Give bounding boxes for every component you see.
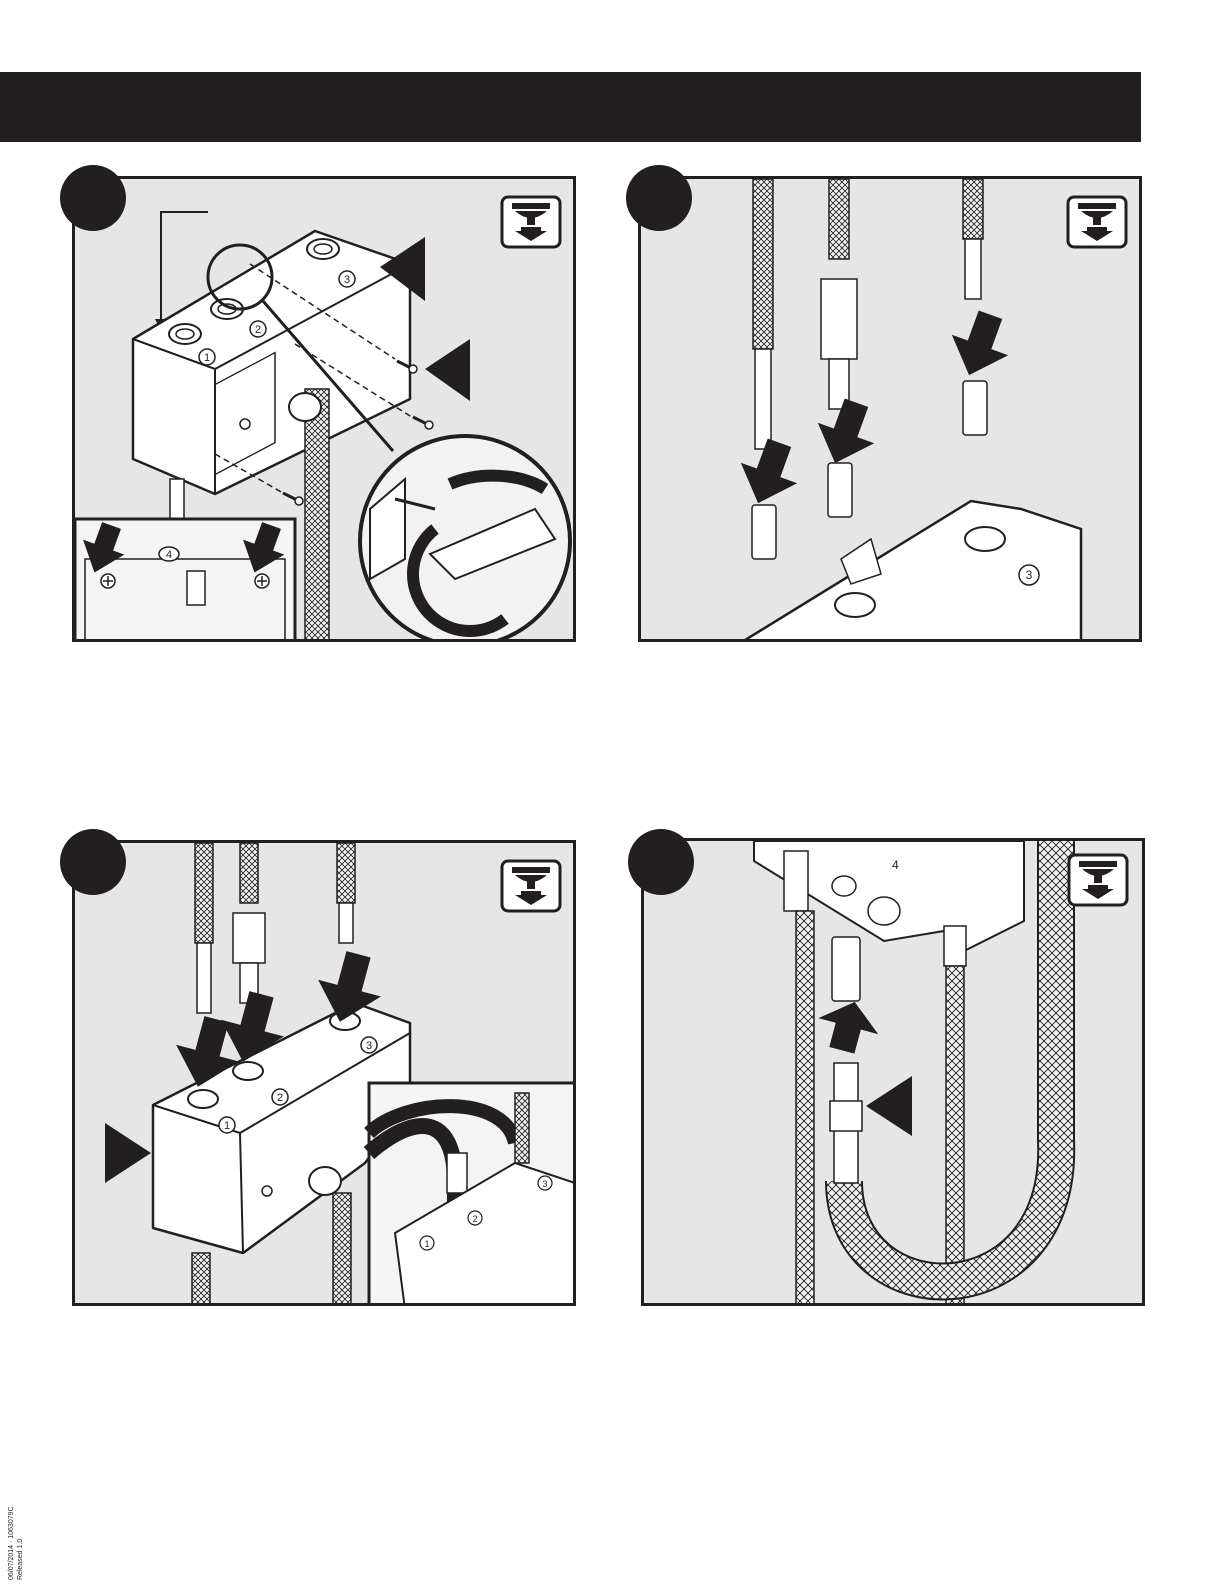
ceiling-mount-install-icon: [502, 861, 560, 911]
port-label-3: 3: [1026, 568, 1033, 582]
footer-doc-info: 06/07/2014 · 1063079C Released 1.0: [8, 1510, 68, 1580]
hose: [240, 843, 258, 903]
ceiling-mount-install-icon: [1068, 197, 1126, 247]
port-label-1: 1: [204, 352, 210, 364]
cap: [828, 463, 852, 517]
port-label-4: 4: [892, 858, 899, 872]
hose: [337, 843, 355, 903]
cap: [752, 505, 776, 559]
hose: [829, 179, 849, 259]
valve-body: [754, 841, 1024, 966]
inset-port-label-1: 1: [424, 1239, 429, 1249]
step-3-illustration: 1 2 3 1 2 3: [75, 843, 576, 1306]
push-down-arrow-icon: [730, 433, 808, 514]
inset-port-label-3: 3: [542, 1179, 547, 1189]
hose: [963, 179, 983, 239]
step-4-illustration: 4: [644, 841, 1145, 1306]
footer-doc-code: 06/07/2014 · 1063079C: [8, 1506, 15, 1580]
port-label-1: 1: [224, 1120, 230, 1132]
step-1-inset: 4: [75, 518, 295, 642]
hose: [333, 1193, 351, 1306]
ceiling-mount-install-icon: [1069, 855, 1127, 905]
detail-magnifier: [360, 436, 570, 642]
port-label-2: 2: [277, 1092, 283, 1104]
hose: [192, 1253, 210, 1306]
screw-icon: [283, 493, 303, 505]
cap: [832, 937, 860, 1001]
step-3-inset: 1 2 3: [369, 1083, 576, 1306]
port-label-3: 3: [344, 274, 350, 286]
hose: [753, 179, 773, 349]
step-4-number-circle: [628, 829, 694, 895]
callout-pointer-icon: [425, 339, 470, 401]
push-down-arrow-icon: [941, 305, 1019, 386]
step-4-panel: 4: [641, 838, 1145, 1306]
step-3-panel: 1 2 3 1 2 3: [72, 840, 576, 1306]
step-2-illustration: 3: [641, 179, 1142, 642]
screw-icon: [413, 417, 433, 429]
hose: [796, 911, 814, 1306]
inset-port-label: 4: [166, 549, 172, 561]
ceiling-mount-install-icon: [502, 197, 560, 247]
footer-release: Released 1.0: [17, 1539, 24, 1580]
step-3-number-circle: [60, 829, 126, 895]
callout-pointer-icon: [866, 1076, 912, 1136]
step-2-number-circle: [626, 165, 692, 231]
callout-pointer-icon: [105, 1123, 151, 1183]
hose: [195, 843, 213, 943]
push-up-arrow-icon: [812, 994, 885, 1058]
inset-port-label-2: 2: [472, 1214, 477, 1224]
hose: [305, 389, 329, 642]
step-1-panel: 1 2 3 4: [72, 176, 576, 642]
step-1-illustration: 1 2 3 4: [75, 179, 576, 642]
step-2-panel: 3: [638, 176, 1142, 642]
hose: [946, 966, 964, 1306]
cap: [963, 381, 987, 435]
push-down-arrow-icon: [807, 393, 885, 474]
port-label-3: 3: [366, 1040, 372, 1052]
header-bar: [0, 72, 1141, 142]
port-label-2: 2: [255, 324, 261, 336]
step-1-number-circle: [60, 165, 126, 231]
